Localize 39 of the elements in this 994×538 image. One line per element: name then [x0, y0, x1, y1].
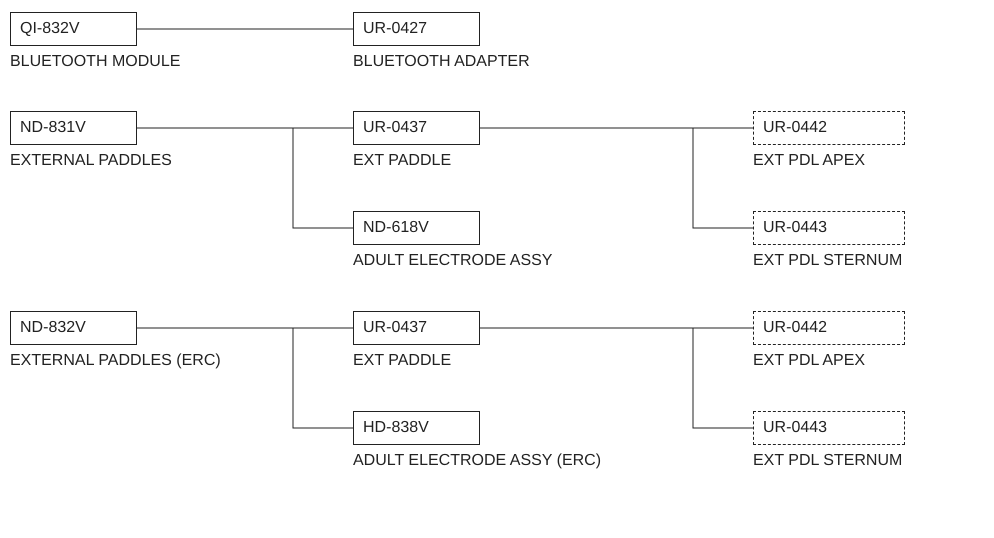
part-box	[353, 12, 480, 46]
part-number: ND-831V	[20, 119, 86, 137]
part-description: EXT PDL APEX	[753, 151, 866, 170]
part-description: EXT PDL STERNUM	[753, 251, 904, 270]
part-number: ND-832V	[20, 319, 86, 337]
part-description: EXT PADDLE	[353, 151, 452, 170]
part-box	[353, 211, 480, 245]
connector-line	[136, 128, 354, 228]
part-description: ADULT ELECTRODE ASSY (ERC)	[353, 451, 602, 470]
part-description: ADULT ELECTRODE ASSY	[353, 251, 554, 270]
part-box	[10, 12, 137, 46]
part-number: UR-0443	[763, 419, 828, 437]
part-number: UR-0442	[763, 119, 828, 137]
part-number: UR-0437	[363, 119, 428, 137]
part-number: HD-838V	[363, 419, 429, 437]
part-description: EXTERNAL PADDLES (ERC)	[10, 351, 222, 370]
part-description: BLUETOOTH MODULE	[10, 52, 182, 71]
part-number: UR-0443	[763, 219, 828, 237]
part-description: EXTERNAL PADDLES	[10, 151, 173, 170]
part-number: UR-0437	[363, 319, 428, 337]
part-description: EXT PDL APEX	[753, 351, 866, 370]
part-box	[353, 411, 480, 445]
part-number: UR-0427	[363, 20, 428, 38]
part-box	[753, 111, 905, 145]
part-box	[753, 211, 905, 245]
part-description: EXT PADDLE	[353, 351, 452, 370]
part-box	[353, 111, 480, 145]
part-box	[753, 311, 905, 345]
part-box	[753, 411, 905, 445]
connector-line	[136, 28, 354, 30]
part-number: QI-832V	[20, 20, 80, 38]
part-description: EXT PDL STERNUM	[753, 451, 904, 470]
part-number: UR-0442	[763, 319, 828, 337]
connector-line	[136, 328, 354, 428]
part-box	[10, 111, 137, 145]
part-number: ND-618V	[363, 219, 429, 237]
part-box	[10, 311, 137, 345]
part-box	[353, 311, 480, 345]
part-description: BLUETOOTH ADAPTER	[353, 52, 531, 71]
